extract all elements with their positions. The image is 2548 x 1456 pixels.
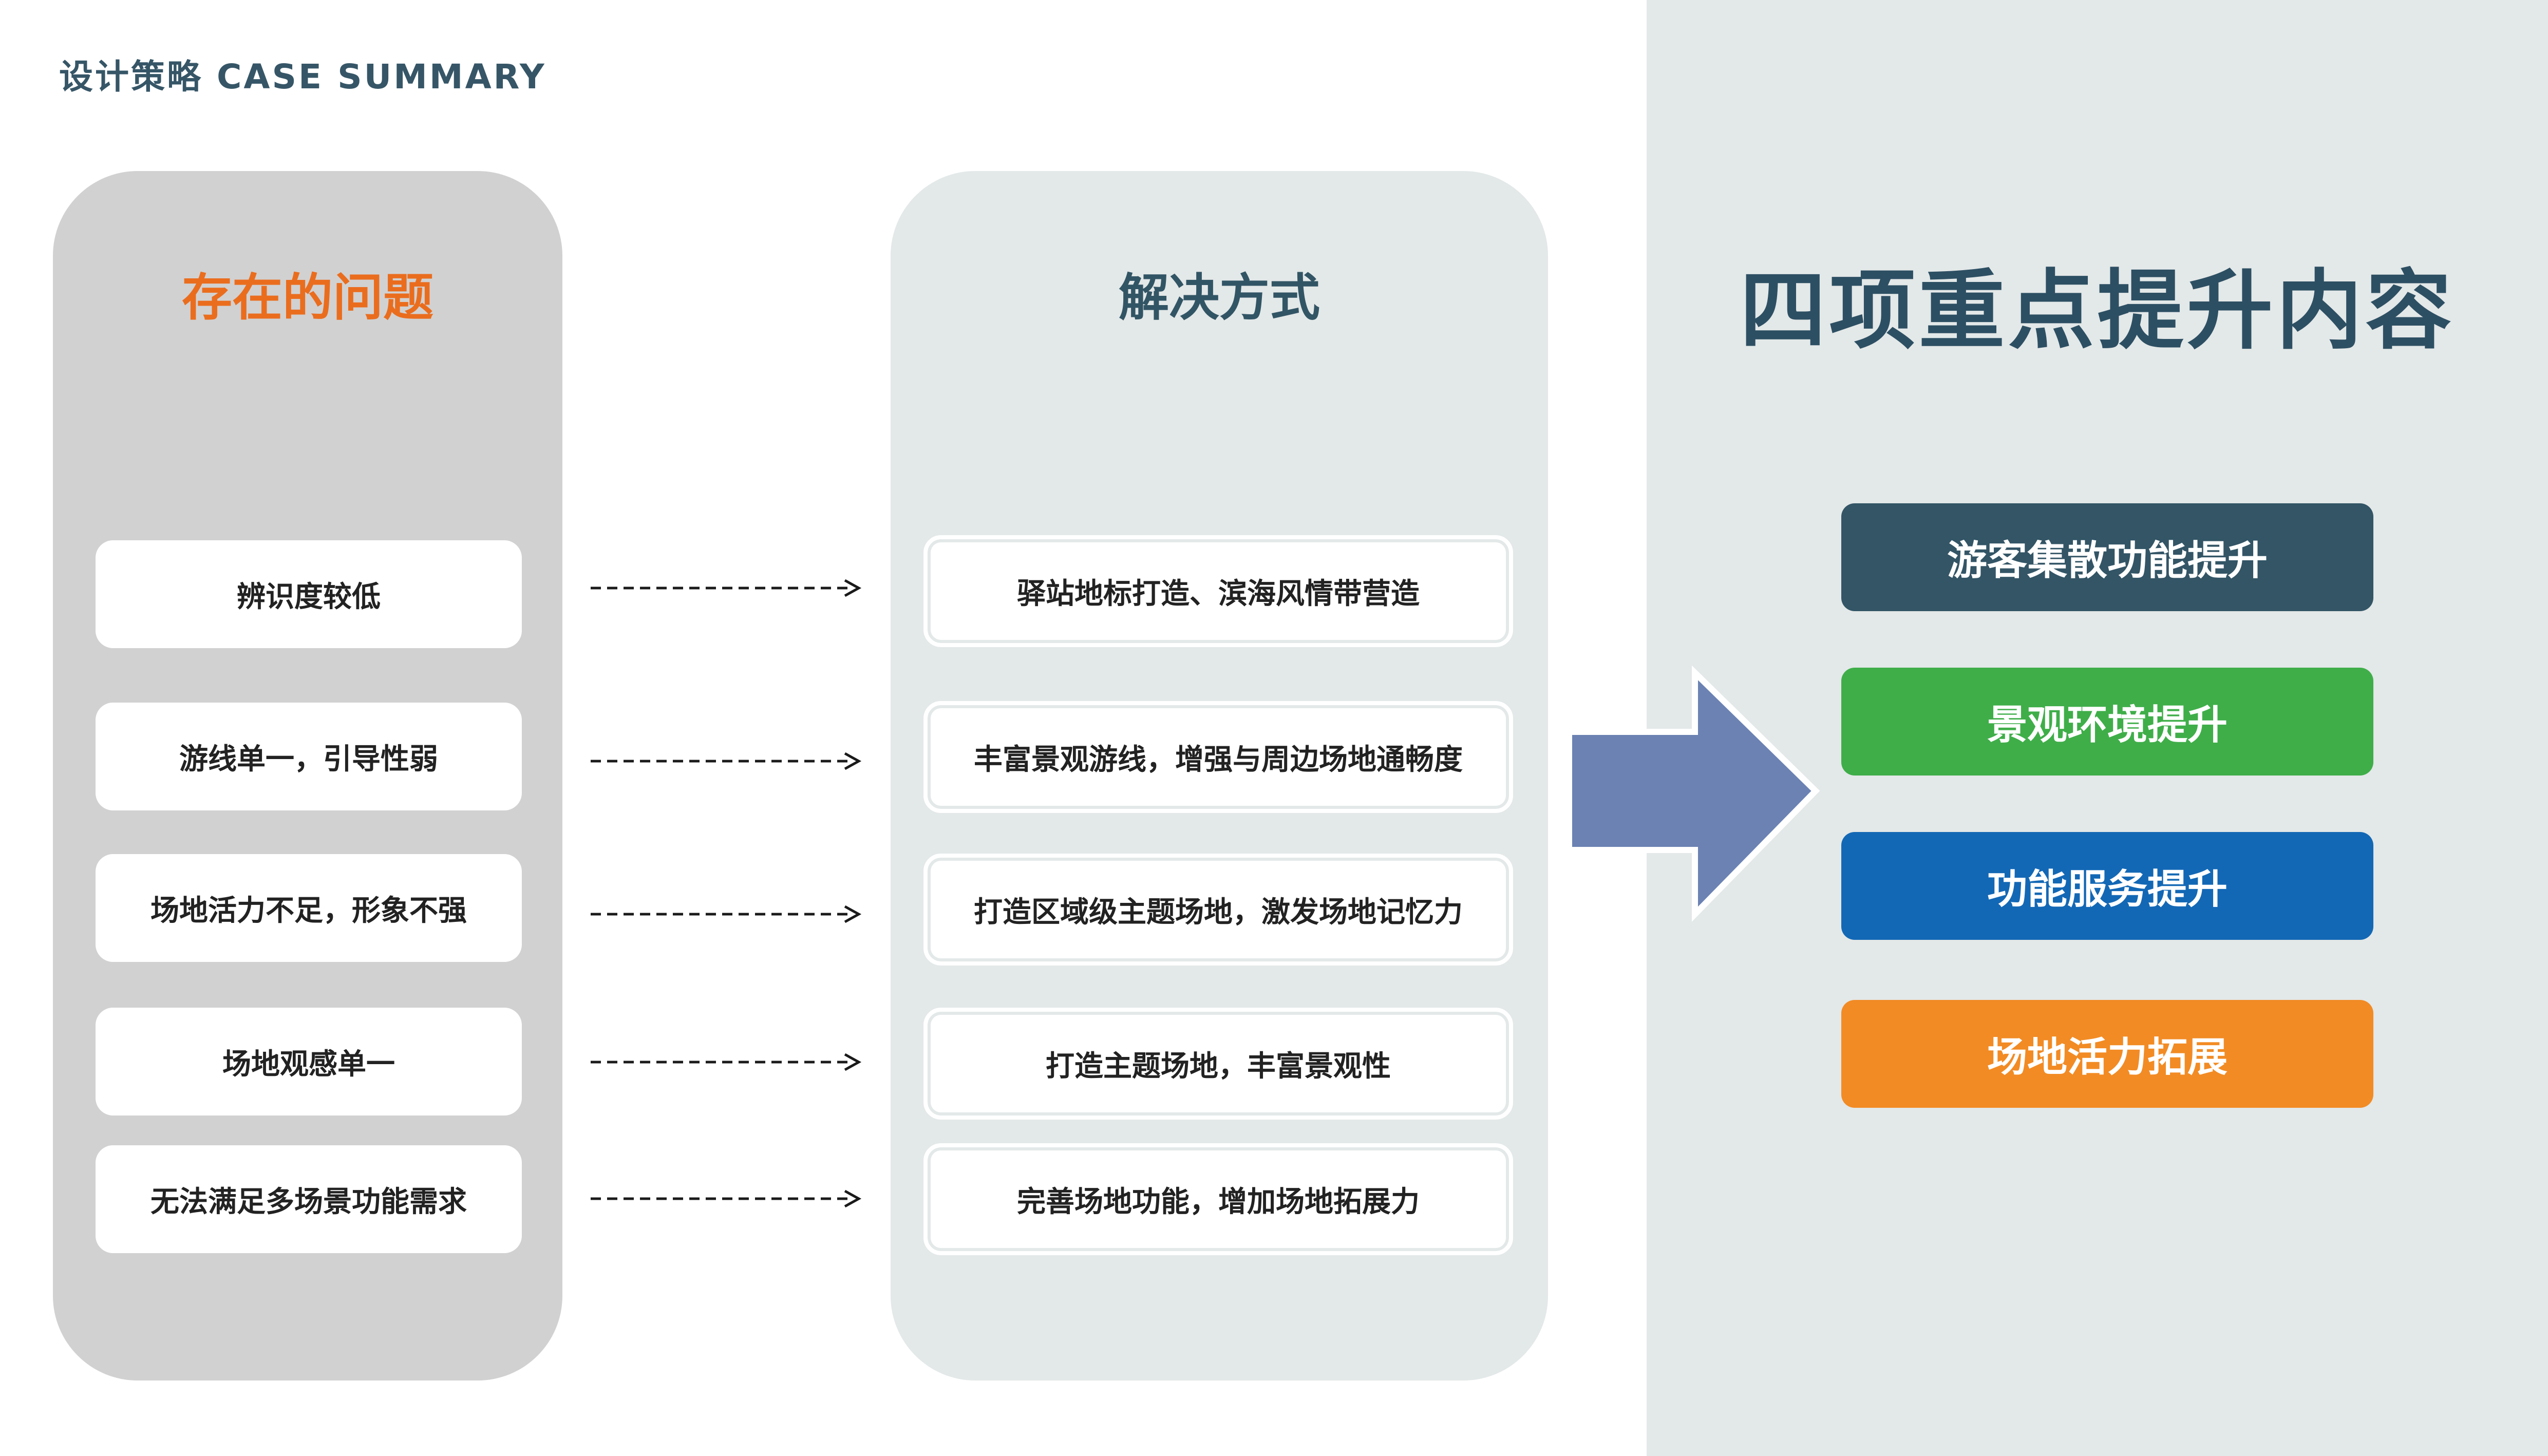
key-point-landscape: 景观环境提升	[1841, 668, 2373, 776]
dashed-arrow	[591, 905, 862, 923]
problem-item: 辨识度较低	[96, 540, 522, 648]
solution-item: 完善场地功能，增加场地拓展力	[923, 1143, 1513, 1255]
dashed-arrow	[591, 1189, 862, 1208]
dashed-arrow	[591, 752, 862, 770]
key-point-visitor-distribution: 游客集散功能提升	[1841, 503, 2373, 611]
slide-title: 设计策略 CASE SUMMARY	[59, 57, 546, 97]
solution-item: 打造区域级主题场地，激发场地记忆力	[923, 854, 1513, 966]
dashed-arrow	[591, 1053, 862, 1071]
big-right-arrow	[1566, 665, 1820, 922]
solution-item: 驿站地标打造、滨海风情带营造	[923, 535, 1513, 647]
key-points-title: 四项重点提升内容	[1740, 260, 2455, 361]
problems-heading: 存在的问题	[181, 269, 433, 327]
solution-item: 打造主题场地，丰富景观性	[923, 1008, 1513, 1120]
solutions-heading: 解决方式	[1118, 269, 1320, 327]
solution-item: 丰富景观游线，增强与周边场地通畅度	[923, 701, 1513, 813]
dashed-arrow	[591, 579, 862, 597]
problem-item: 场地活力不足，形象不强	[96, 854, 522, 962]
problem-item: 场地观感单一	[96, 1008, 522, 1115]
problem-item: 无法满足多场景功能需求	[96, 1145, 522, 1253]
problem-item: 游线单一，引导性弱	[96, 703, 522, 810]
key-point-service: 功能服务提升	[1841, 832, 2373, 940]
key-point-vitality: 场地活力拓展	[1841, 1000, 2373, 1108]
